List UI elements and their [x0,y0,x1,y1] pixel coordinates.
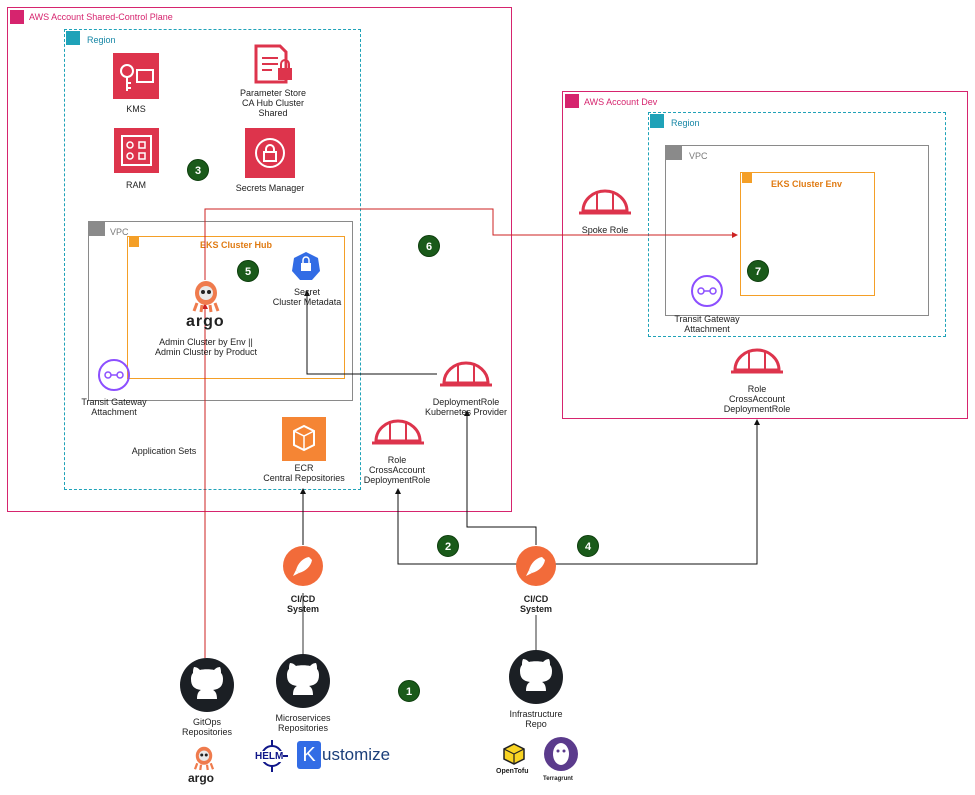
eks-hub-title: EKS Cluster Hub [200,240,273,250]
argo-admin-label: Admin Cluster by Env || Admin Cluster by… [154,337,258,357]
kustomize-k-badge: K [297,741,321,769]
deployment-role-to-secret-line [304,290,437,375]
infra-label: Infrastructure Repo [509,709,563,729]
helm-wordmark: HELM [255,751,284,762]
step-badge-1: 1 [398,680,420,702]
vpc-dev [665,145,929,316]
region-dev [648,112,946,337]
spoke-role-label: Spoke Role [581,225,629,235]
argo-mascot-icon [192,281,220,313]
microservices-label: Microservices Repositories [275,713,331,733]
region-shared-title: Region [87,35,116,45]
ecr-icon [282,417,326,461]
microservices-github-icon [276,654,330,708]
eks-env-icon [742,173,752,183]
role-cross-shared-label: Role CrossAccount DeploymentRole [363,455,431,485]
vpc-shared [88,221,353,401]
account-shared-control-plane [7,7,512,512]
account-dev-title: AWS Account Dev [584,97,658,107]
role-cross-shared-helmet-icon [372,419,424,445]
cicd-right-label: CI/CD System [519,594,553,614]
transit-gateway-shared-label: Transit Gateway Attachment [81,397,147,417]
secret-label: Secret Cluster Metadata [272,287,342,307]
region-flag-icon [66,31,80,45]
eks-cluster-env [740,172,875,296]
terragrunt-wordmark: Terragrunt [543,776,573,782]
step-badge-5: 5 [237,260,259,282]
vpc-shared-title: VPC [110,227,129,237]
parameter-store-label: Parameter Store CA Hub Cluster Shared [239,88,307,118]
cicd-to-role-cross-shared-line [395,488,520,565]
vpc-cloud-icon [89,222,105,236]
cicd-to-deployment-role-line [464,410,537,545]
cicd-left-rocket-icon [283,546,323,586]
step-badge-7: 7 [747,260,769,282]
terragrunt-logo-icon [544,737,578,771]
eks-hub-icon [129,237,139,247]
parameter-store-icon [254,44,292,84]
secrets-manager-icon [245,128,295,178]
eks-env-title: EKS Cluster Env [771,179,843,189]
opentofu-wordmark: OpenTofu [496,768,529,775]
argo-wordmark: argo [186,313,225,330]
account-dev [562,91,968,419]
vpc-dev-title: VPC [689,151,708,161]
step-badge-6: 6 [418,235,440,257]
opentofu-logo-icon [503,743,525,765]
transit-gateway-shared-icon [98,359,130,391]
account-icon [10,10,24,24]
infra-github-icon [509,650,563,704]
gitops-label: GitOps Repositories [181,717,233,737]
region-shared [64,29,361,490]
deployment-role-label: DeploymentRole Kubernetes Provider [424,397,508,417]
ram-icon [114,128,159,173]
cicd-left-label: CI/CD System [286,594,320,614]
account-dev-icon [565,94,579,108]
region-dev-flag-icon [650,114,664,128]
transit-gateway-dev-icon [691,275,723,307]
role-cross-dev-label: Role CrossAccount DeploymentRole [723,384,791,414]
argo-small-wordmark: argo [188,771,215,785]
ecr-label: ECR Central Repositories [263,463,345,483]
ram-label: RAM [126,180,146,190]
kms-icon [113,53,159,99]
transit-gateway-dev-label: Transit Gateway Attachment [674,314,740,334]
argo-to-eks-env-line [204,208,738,280]
kustomize-wordmark: ustomize [322,745,391,764]
gitops-github-icon [180,658,234,712]
cicd-to-role-cross-dev-line [555,419,760,565]
spoke-role-helmet-icon [579,189,631,215]
step-badge-3: 3 [187,159,209,181]
secrets-manager-label: Secrets Manager [235,183,305,193]
cicd-right-rocket-icon [516,546,556,586]
secret-k8s-icon [292,252,320,280]
argo-small-mascot-icon [193,746,215,771]
region-dev-title: Region [671,118,700,128]
vpc-dev-cloud-icon [666,146,682,160]
eks-cluster-hub [127,236,345,379]
account-shared-title: AWS Account Shared-Control Plane [29,12,173,22]
step-badge-2: 2 [437,535,459,557]
role-cross-dev-helmet-icon [731,348,783,374]
kms-label: KMS [126,104,146,114]
deployment-role-helmet-icon [440,361,492,387]
step-badge-4: 4 [577,535,599,557]
application-sets-label: Application Sets [131,446,197,456]
